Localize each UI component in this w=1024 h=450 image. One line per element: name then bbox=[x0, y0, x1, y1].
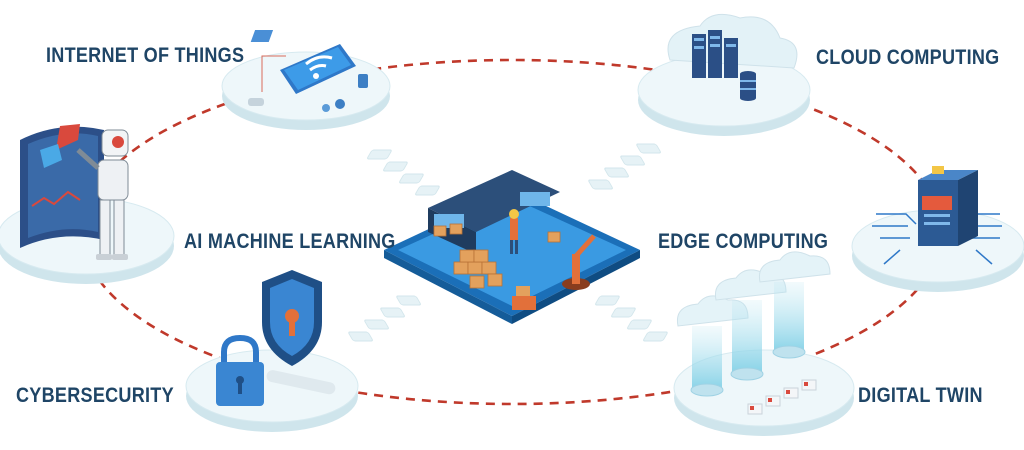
wifi-tablet-icon bbox=[248, 30, 368, 112]
ai-platform bbox=[0, 124, 175, 284]
label-digital-twin: DIGITAL TWIN bbox=[858, 384, 983, 407]
label-edge-computing: EDGE COMPUTING bbox=[658, 230, 829, 253]
holo-screen-icon bbox=[20, 124, 104, 248]
padlock-icon bbox=[216, 334, 264, 406]
digital-twin-clouds-icon bbox=[676, 251, 831, 415]
label-cybersecurity: CYBERSECURITY bbox=[16, 384, 174, 407]
server-cloud-icon bbox=[667, 13, 798, 101]
edge-platform bbox=[851, 166, 1024, 292]
connector-tiles bbox=[348, 143, 668, 342]
factory-icon bbox=[384, 170, 640, 324]
label-cloud-computing: CLOUD COMPUTING bbox=[816, 46, 1000, 69]
robot-icon bbox=[76, 129, 129, 260]
cyber-platform bbox=[185, 270, 359, 432]
twin-platform bbox=[673, 251, 855, 436]
shield-icon bbox=[262, 270, 322, 366]
iot-platform bbox=[221, 30, 391, 130]
cloud-platform bbox=[637, 13, 811, 136]
label-ai-machine-learning: AI MACHINE LEARNING bbox=[184, 230, 396, 253]
label-internet-of-things: INTERNET OF THINGS bbox=[46, 44, 245, 67]
